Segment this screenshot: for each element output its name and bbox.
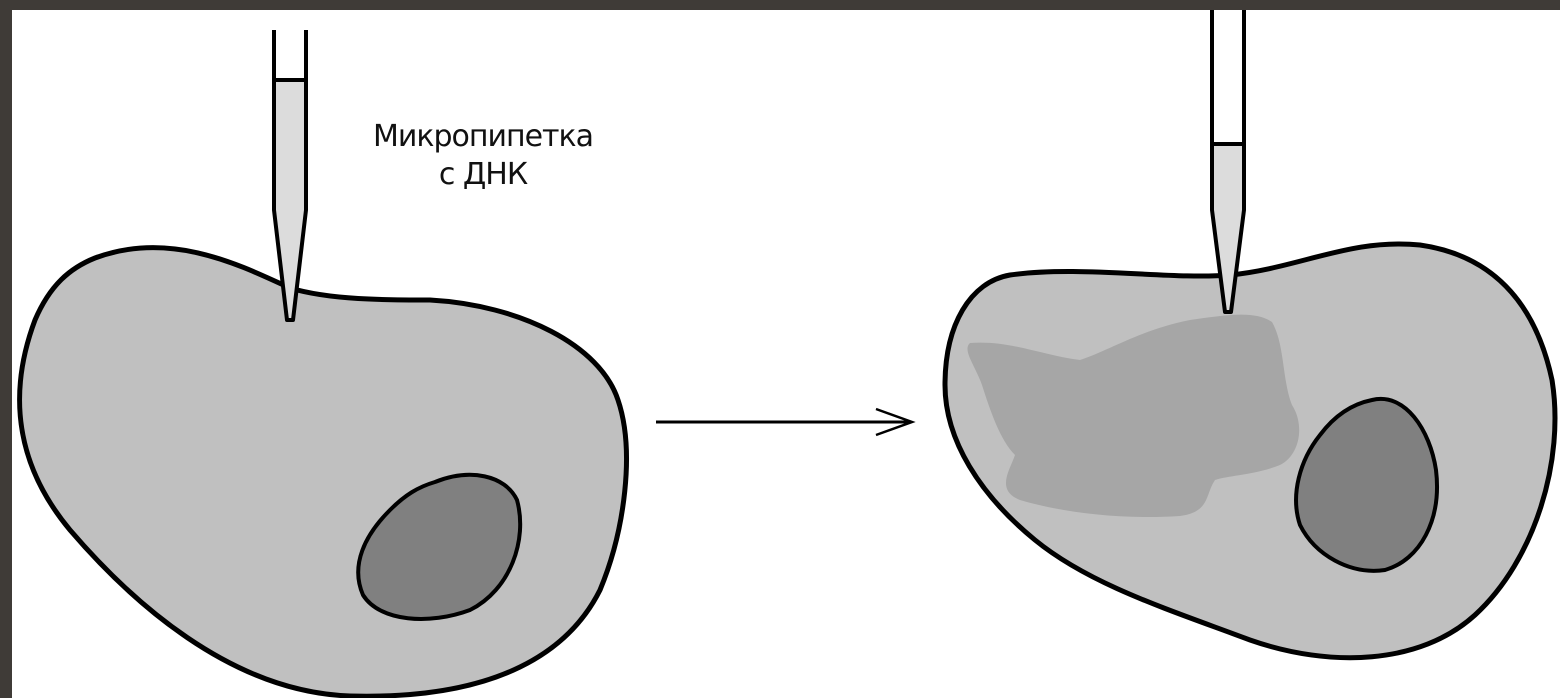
arrow-right: [656, 409, 912, 435]
micropipette-label: Микропипетка с ДНК: [348, 118, 618, 194]
label-line-2: с ДНК: [348, 156, 618, 194]
diagram-svg: [12, 10, 1560, 698]
cell-before-injection: [20, 248, 627, 697]
label-line-1: Микропипетка: [348, 118, 618, 156]
diagram-canvas: Микропипетка с ДНК: [12, 10, 1560, 698]
